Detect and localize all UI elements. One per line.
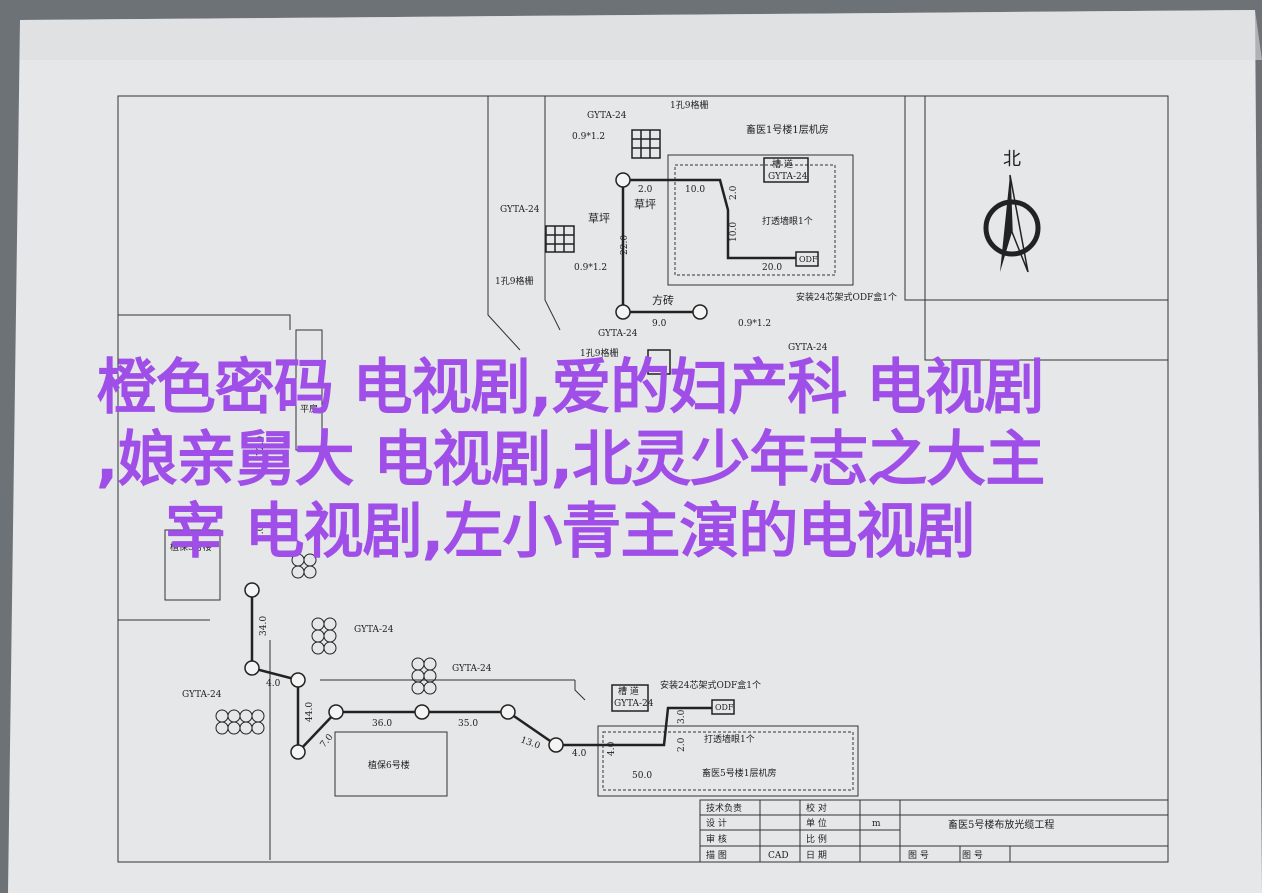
- label-duct-1-cable: GYTA-24: [768, 172, 808, 182]
- label-lawn-1: 草坪: [588, 212, 610, 225]
- drawing-frame: [117, 95, 1169, 863]
- building-1-outline: [667, 154, 854, 286]
- label-seg-4b: 4.0: [572, 749, 587, 759]
- label-cable-7: GYTA-24: [182, 690, 222, 700]
- title-block-text: 描 图: [706, 849, 727, 861]
- title-block-text: CAD: [768, 851, 789, 861]
- label-seg-2c: 2.0: [677, 737, 687, 752]
- label-dim-2: 0.9*1.2: [574, 263, 607, 273]
- label-building-5: 植保5号楼: [170, 541, 212, 553]
- label-grid-2: 1孔9格栅: [495, 275, 533, 287]
- label-seg-1: 1.0: [256, 525, 266, 540]
- title-block-text: 比 例: [806, 833, 827, 845]
- label-building-5b: 畜医5号楼1层机房: [702, 767, 776, 779]
- label-odf-2: ODF: [715, 703, 734, 712]
- label-dim-1: 0.9*1.2: [572, 132, 605, 142]
- title-block-text: 单 位: [806, 817, 827, 829]
- label-cable-2: GYTA-24: [500, 205, 540, 215]
- label-punch-1: 打透墙眼1个: [762, 215, 813, 227]
- building-5-outline: [164, 529, 221, 601]
- label-building-6: 植保6号楼: [368, 759, 410, 771]
- label-seg-50: 50.0: [632, 771, 652, 781]
- label-duct-1: 槽 道: [772, 158, 793, 170]
- overlay-title-text: 橙色密码 电视剧,爱的妇产科 电视剧 ,娘亲舅大 电视剧,北灵少年志之大主 宰 …: [30, 352, 1110, 568]
- label-seg-10b: 10.0: [729, 222, 739, 242]
- label-grid-1: 1孔9格栅: [670, 99, 708, 111]
- compass-icon: [983, 174, 1041, 273]
- title-block-text: 设 计: [706, 817, 727, 829]
- title-block-text: 日 期: [806, 850, 827, 861]
- north-label: 北: [1003, 149, 1021, 170]
- label-lawn-2: 草坪: [634, 198, 656, 211]
- label-seg-36: 36.0: [372, 719, 392, 729]
- label-seg-7: 7.0: [319, 732, 336, 750]
- label-seg-2b: 2.0: [729, 185, 739, 200]
- title-block-text: 畜医5号楼布放光缆工程: [948, 818, 1054, 831]
- label-seg-44: 44.0: [305, 702, 315, 722]
- label-duct-2: 槽 道: [618, 685, 639, 697]
- label-cable-3-grid: 1孔9格栅: [580, 347, 618, 359]
- label-duct-2-cable: GYTA-24: [614, 699, 654, 709]
- label-install-2: 安装24芯架式ODF盒1个: [660, 679, 761, 691]
- label-seg-10a: 10.0: [685, 185, 705, 195]
- label-seg-22: 22.0: [620, 235, 630, 255]
- building-5b-outline: [597, 725, 859, 797]
- label-pingfang: 平房: [300, 403, 318, 415]
- label-seg-9: 9.0: [652, 319, 667, 329]
- title-block-text: 图 号: [908, 850, 929, 861]
- label-cable-6: GYTA-24: [452, 664, 492, 674]
- label-punch-2: 打透墙眼1个: [704, 733, 755, 745]
- label-install-1: 安装24芯架式ODF盒1个: [796, 291, 897, 303]
- overlay-line-2: ,娘亲舅大 电视剧,北灵少年志之大主: [95, 425, 1045, 495]
- title-block-text: m: [872, 819, 881, 829]
- label-dim-3: 0.9*1.2: [738, 319, 771, 329]
- label-seg-20: 20.0: [762, 263, 782, 273]
- label-cable-4: GYTA-24: [788, 343, 828, 353]
- label-odf-1: ODF: [799, 255, 818, 264]
- label-seg-35: 35.0: [458, 719, 478, 729]
- overlay-line-1: 橙色密码 电视剧,爱的妇产科 电视剧: [96, 353, 1045, 423]
- label-seg-2: 2.0: [638, 185, 653, 195]
- label-seg-13: 13.0: [519, 735, 542, 751]
- title-block: [699, 799, 1169, 863]
- title-block-text: 校 对: [806, 802, 827, 814]
- label-seg-3: 3.0: [677, 709, 687, 724]
- label-seg-4c: 4.0: [607, 741, 617, 756]
- title-block-text: 审 核: [706, 833, 727, 845]
- label-building-1: 畜医1号楼1层机房: [746, 123, 829, 136]
- overlay-line-3: 宰 电视剧,左小青主演的电视剧: [165, 497, 976, 567]
- label-seg-4a: 4.0: [266, 679, 281, 689]
- title-block-text: 图 号: [962, 850, 983, 861]
- label-cable-5: GYTA-24: [354, 625, 394, 635]
- label-cable-3: GYTA-24: [598, 329, 638, 339]
- title-block-text: 技术负责: [706, 802, 742, 814]
- label-cable-1: GYTA-24: [587, 111, 627, 121]
- label-seg-34: 34.0: [259, 616, 269, 636]
- building-6-outline: [334, 731, 448, 797]
- label-seg-72: 72.0: [256, 436, 266, 456]
- label-paving: 方砖: [652, 293, 674, 307]
